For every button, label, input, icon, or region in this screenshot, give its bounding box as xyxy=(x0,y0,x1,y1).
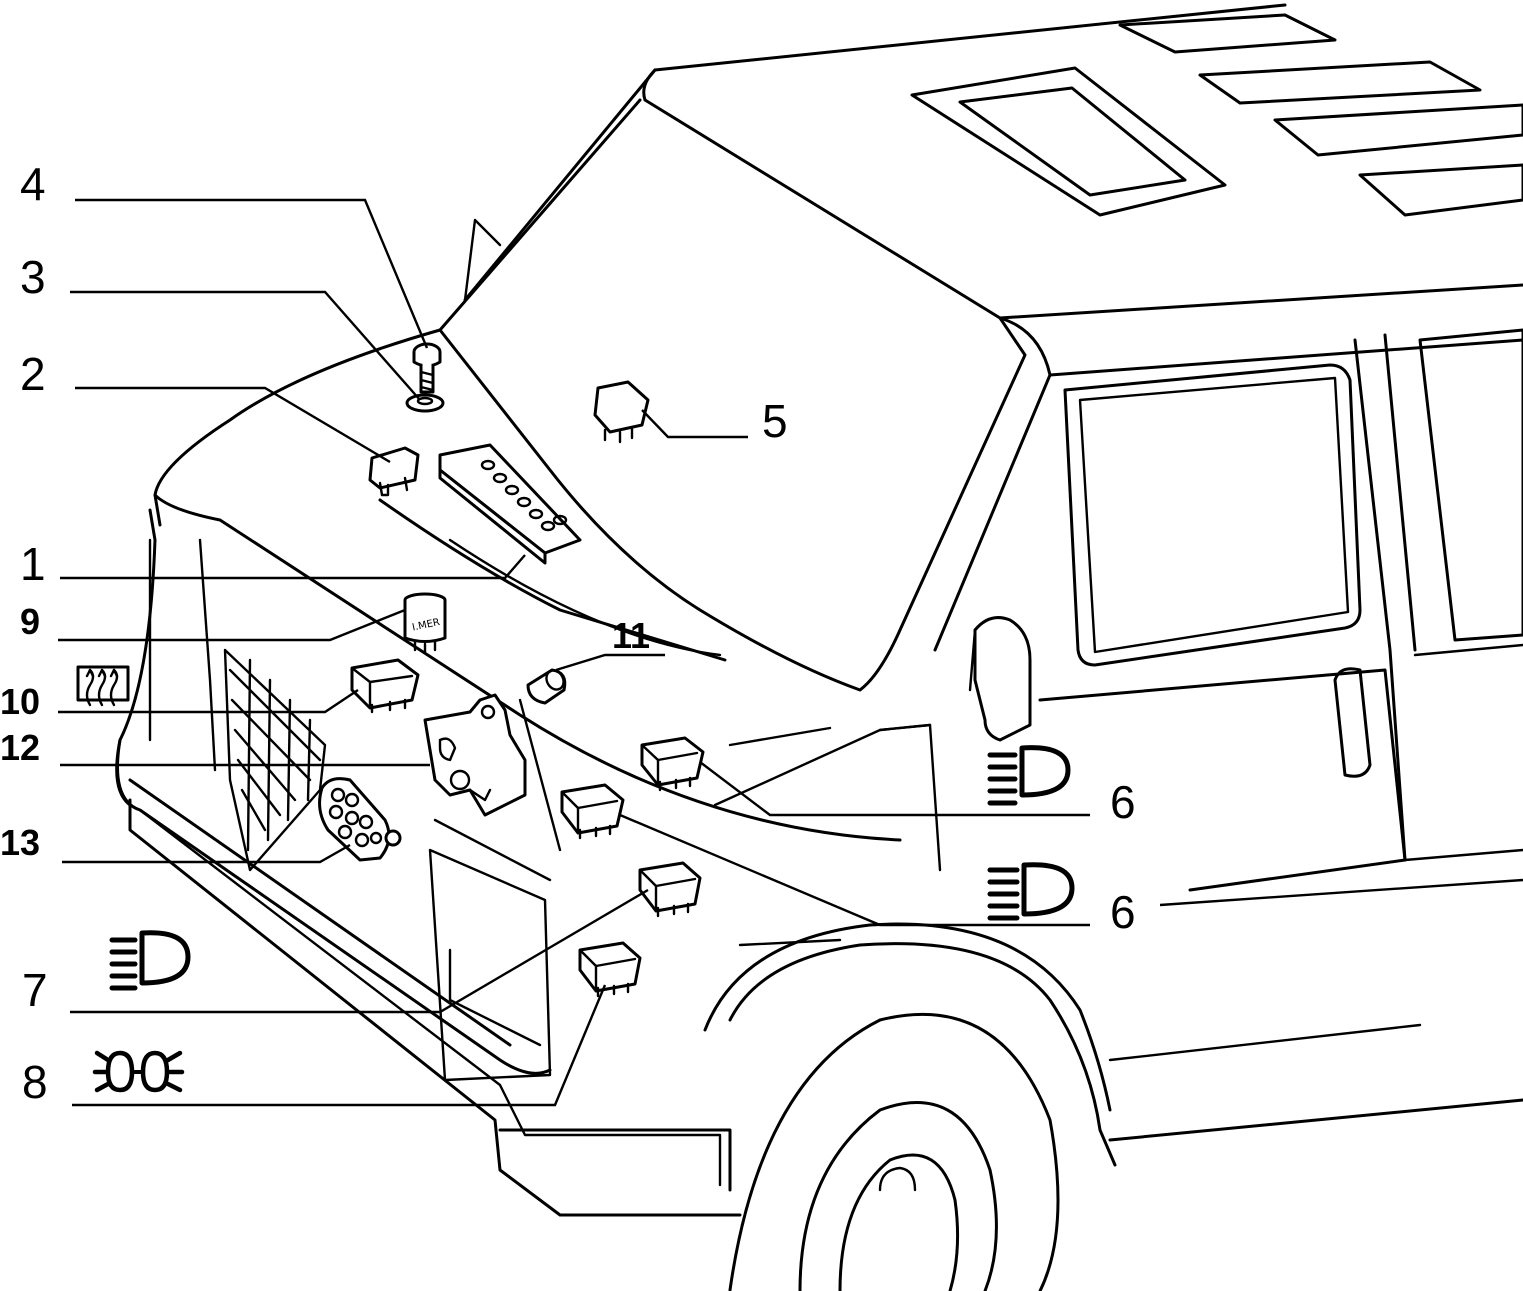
part-13-connector xyxy=(318,777,402,862)
callout-8: 8 xyxy=(22,1056,48,1108)
fog-light-icon xyxy=(92,1050,185,1093)
callout-1: 1 xyxy=(20,538,46,590)
leader-lines xyxy=(58,198,1523,1107)
part-3-washer xyxy=(405,393,445,413)
callout-4: 4 xyxy=(20,158,46,210)
callout-7: 7 xyxy=(22,964,48,1016)
part-10-relay xyxy=(350,658,420,714)
part-5-relay xyxy=(593,380,650,444)
high-beam-icon xyxy=(109,930,191,991)
part-12-bracket xyxy=(423,693,527,817)
callout-13: 13 xyxy=(0,822,40,863)
callout-5: 5 xyxy=(762,395,788,447)
callout-2: 2 xyxy=(20,348,46,400)
rear-window-defrost-icon xyxy=(76,665,130,707)
part-4-screw xyxy=(412,342,442,394)
part-8-relay xyxy=(578,941,642,998)
callout-3: 3 xyxy=(20,251,46,303)
part-1-fuse-box xyxy=(438,443,582,565)
part-9-flasher: I.MER xyxy=(403,592,447,654)
callout-labels: 4 3 2 5 1 9 11 10 12 6 13 6 7 8 xyxy=(0,158,1136,1108)
part-11-buzzer xyxy=(526,668,567,705)
callout-10: 10 xyxy=(0,681,40,722)
part-6-relay-lower xyxy=(560,783,625,840)
callout-6-upper: 6 xyxy=(1110,776,1136,828)
part-7-relay xyxy=(638,861,702,918)
high-beam-icon xyxy=(987,745,1071,806)
high-beam-icon xyxy=(987,862,1075,921)
van-outline xyxy=(115,3,1523,1291)
callout-12: 12 xyxy=(0,727,40,768)
callout-9: 9 xyxy=(20,601,40,642)
callout-11: 11 xyxy=(612,615,650,656)
callout-6-lower: 6 xyxy=(1110,886,1136,938)
part-6-relay-upper xyxy=(640,736,705,792)
